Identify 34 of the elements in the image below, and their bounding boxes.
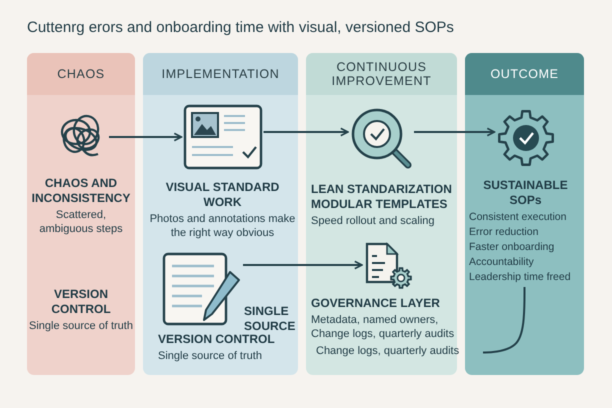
outcome-item: Accountability — [469, 255, 535, 270]
outcome-item: Consistent execution — [469, 210, 568, 225]
diagram-title: Cuttenrg erors and onboarding time with visual, versioned SOPs — [27, 19, 454, 36]
step-heading: VERSION CONTROL — [50, 287, 112, 317]
step-description: Speed rollout and scaling — [311, 214, 435, 228]
stage-panel — [306, 53, 457, 375]
step-heading: SINGLE SOURCE — [244, 304, 296, 334]
step-heading: VERSION CONTROL — [158, 332, 275, 347]
step-description: Metadata, named owners, Change logs, quarterly audits — [311, 313, 456, 341]
step-heading: LEAN STANDARIZATION MODULAR TEMPLATES — [311, 182, 453, 212]
outcome-item: Error reduction — [469, 225, 540, 240]
step-description: Single source of truth — [29, 319, 133, 333]
stage-header: CONTINUOUS IMPROVEMENT — [306, 53, 457, 95]
step-heading: SUSTAINABLE SOPs — [482, 178, 569, 208]
step-description: Single source of truth — [158, 349, 262, 363]
step-heading: CHAOS AND INCONSISTENCY — [30, 176, 132, 206]
stage-header: OUTCOME — [465, 53, 584, 95]
arrow — [109, 132, 182, 142]
arrow — [414, 128, 496, 136]
arrow — [243, 260, 363, 270]
stage-header: CHAOS — [27, 53, 135, 95]
stage-panel — [27, 53, 135, 375]
step-description: Change logs, quarterly audits — [316, 344, 460, 358]
stage-panel — [465, 53, 584, 375]
step-heading: GOVERNANCE LAYER — [311, 296, 440, 311]
step-heading: VISUAL STANDARD WORK — [164, 180, 280, 210]
curved-connector — [483, 287, 526, 354]
stage-header: IMPLEMENTATION — [143, 53, 298, 95]
outcome-item: Faster onboarding — [469, 240, 556, 255]
outcome-item: Leadership time freed — [469, 270, 572, 285]
step-description: Photos and annotations make the right way obvious — [149, 212, 296, 240]
step-description: Scattered, ambiguous steps — [38, 208, 124, 236]
stage-panel — [143, 53, 298, 375]
arrow — [264, 128, 349, 136]
